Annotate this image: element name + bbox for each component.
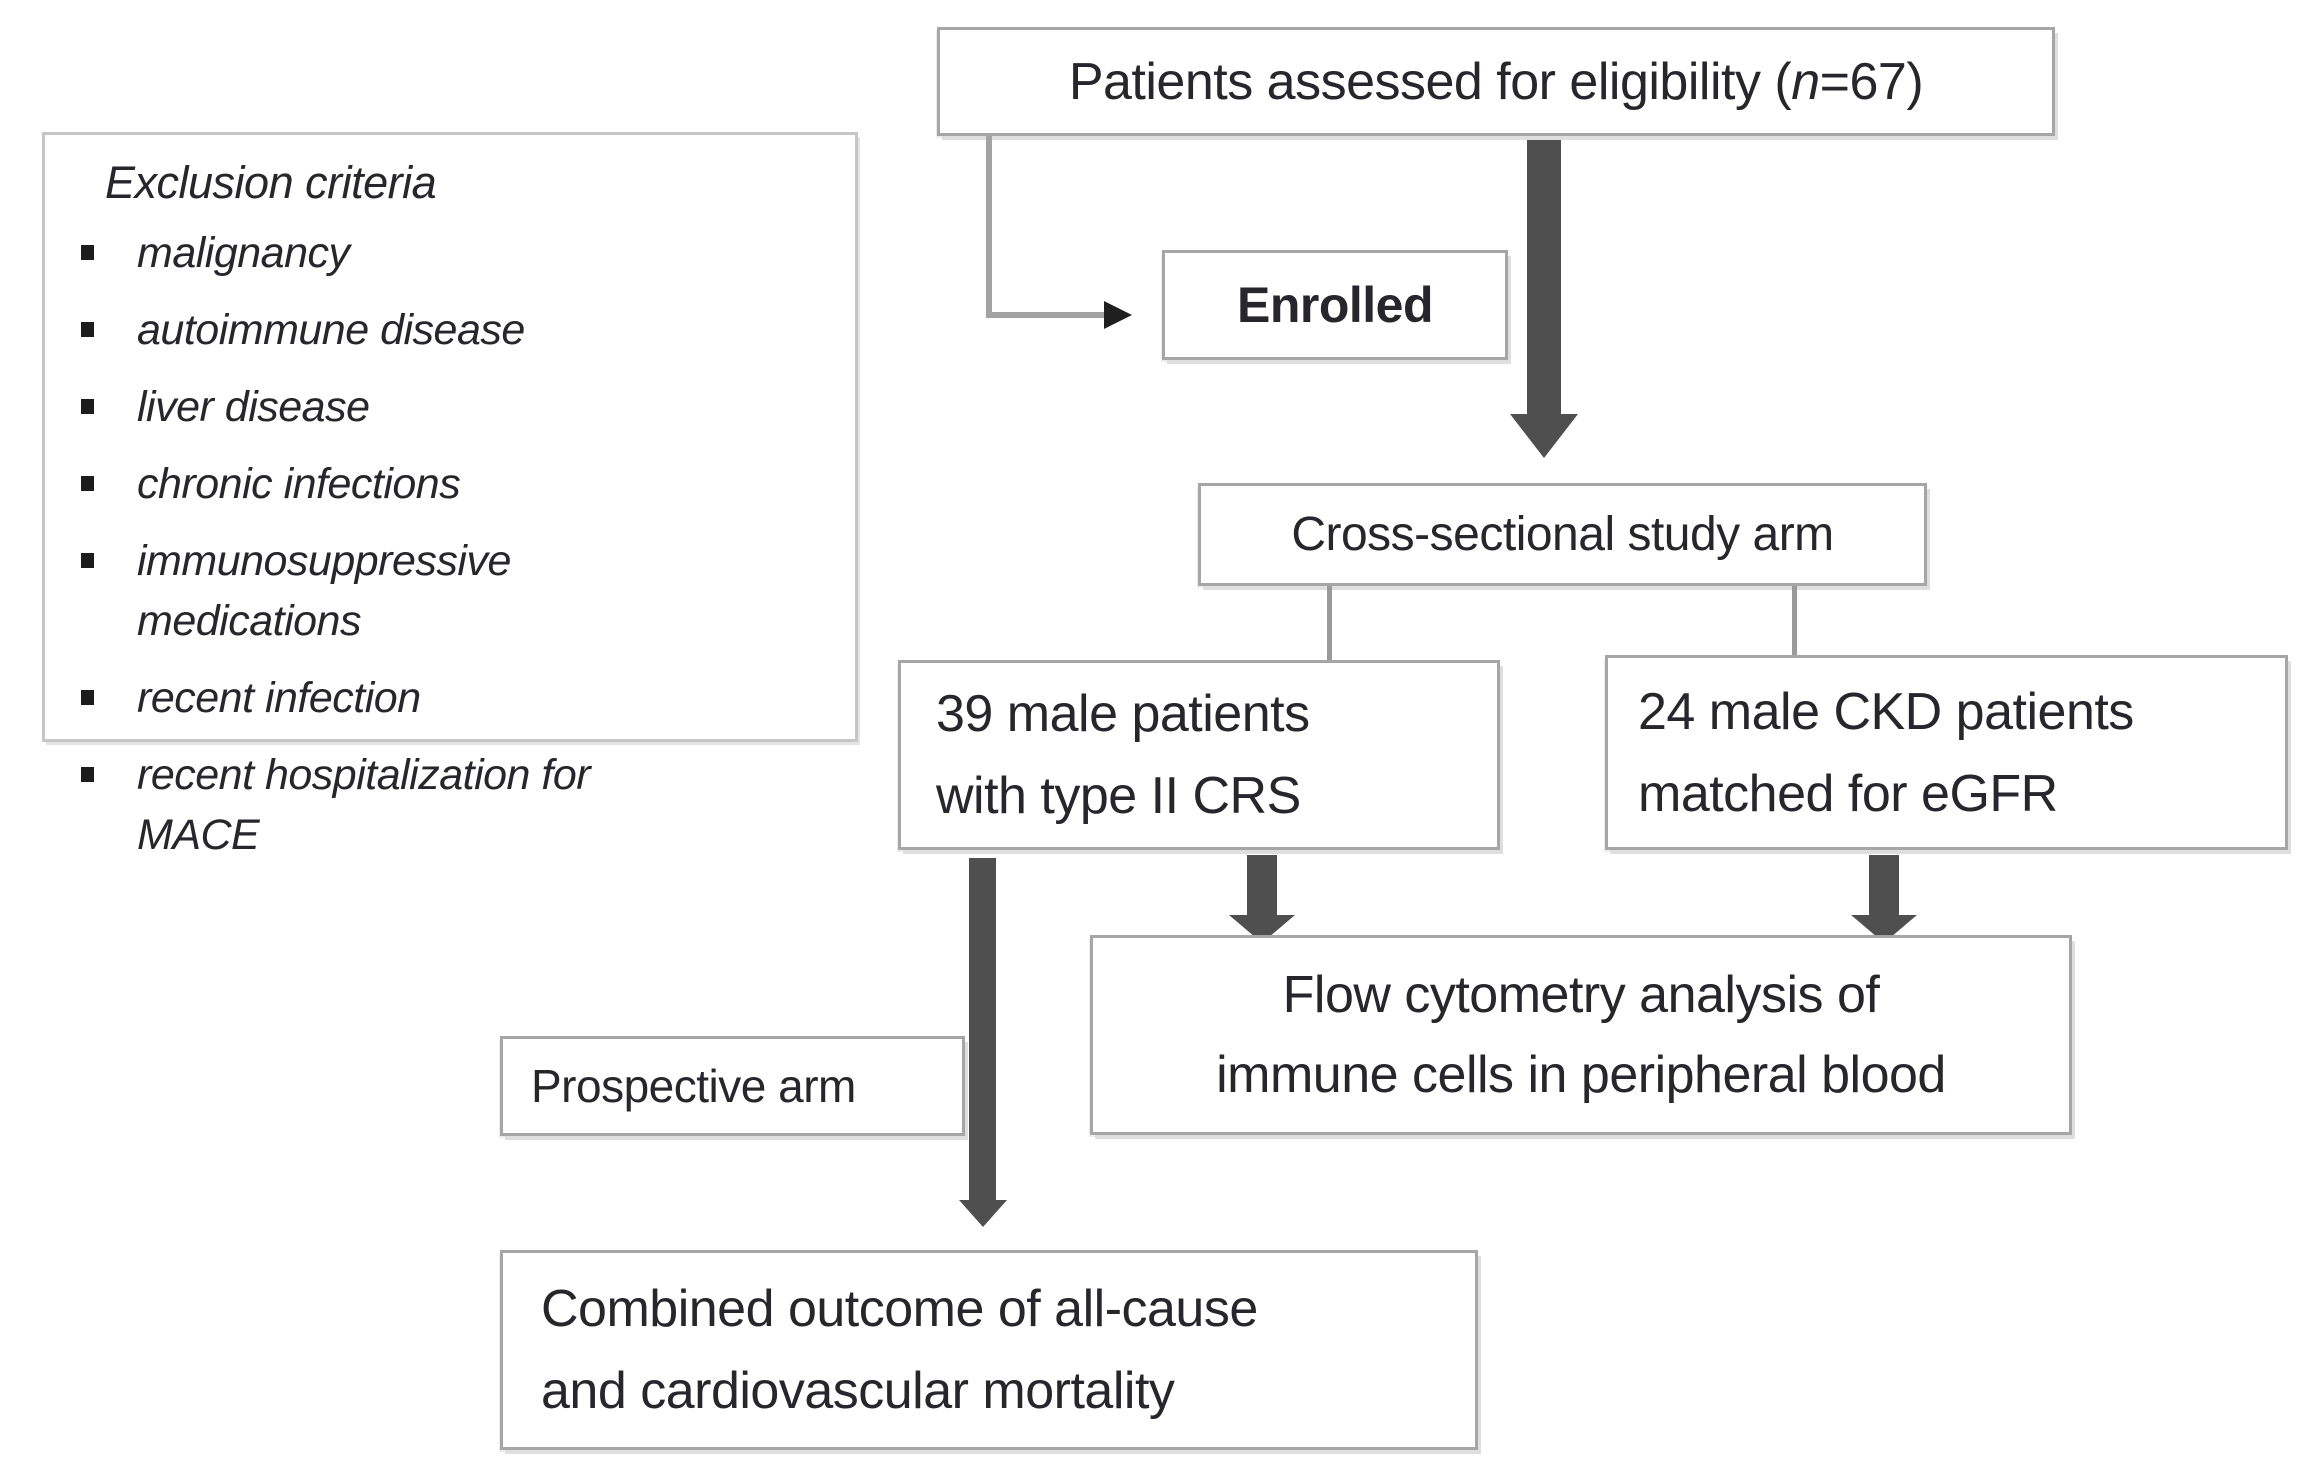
combined-outcome-box: Combined outcome of all-cause and cardio… <box>500 1250 1478 1450</box>
exclusion-item: liver disease <box>45 377 697 437</box>
exclusion-item: chronic infections <box>45 454 697 514</box>
eligibility-box: Patients assessed for eligibility (n=67) <box>937 27 2055 136</box>
ckd-patients-box: 24 male CKD patients matched for eGFR <box>1605 655 2288 850</box>
exclusion-title: Exclusion criteria <box>105 157 437 208</box>
down-arrow-shaft <box>1869 855 1899 917</box>
n-variable: n <box>1791 52 1820 111</box>
crs-patients-line1: 39 male patients <box>936 685 1310 743</box>
eligibility-text: Patients assessed for eligibility (n=67) <box>1068 52 1924 112</box>
exclusion-item: autoimmune disease <box>45 300 697 360</box>
enrolled-label: Enrolled <box>1236 277 1434 333</box>
prospective-arm-box: Prospective arm <box>500 1036 965 1136</box>
crs-patients-line2: with type II CRS <box>936 767 1301 825</box>
enrolled-box: Enrolled <box>1162 250 1508 360</box>
exclusion-list: malignancy autoimmune disease liver dise… <box>45 223 697 882</box>
exclusion-item: malignancy <box>45 223 697 283</box>
ckd-patients-line2: matched for eGFR <box>1638 764 2058 823</box>
down-arrow-shaft <box>1527 140 1561 416</box>
exclusion-item: immunosuppressive medications <box>45 531 697 651</box>
exclusion-item: recent infection <box>45 668 697 728</box>
cross-sectional-label: Cross-sectional study arm <box>1291 508 1834 561</box>
right-arrowhead-icon <box>1104 301 1132 329</box>
flow-cytometry-box: Flow cytometry analysis of immune cells … <box>1090 935 2072 1135</box>
exclusion-criteria-box: Exclusion criteria malignancy autoimmune… <box>42 132 858 859</box>
connector-line-right <box>1792 586 1797 655</box>
prospective-arm-label: Prospective arm <box>531 1060 856 1112</box>
connector-line-left <box>1327 586 1332 660</box>
exclusion-item: recent hospitalization for MACE <box>45 745 697 865</box>
crs-patients-box: 39 male patients with type II CRS <box>898 660 1500 850</box>
down-arrow-shaft <box>1247 855 1277 917</box>
cross-sectional-arm-box: Cross-sectional study arm <box>1198 483 1927 586</box>
down-arrowhead-icon <box>1510 414 1578 458</box>
eligibility-text-pre: Patients assessed for eligibility ( <box>1068 52 1792 111</box>
ckd-patients-line1: 24 male CKD patients <box>1638 682 2134 741</box>
down-arrow-shaft-long <box>969 858 996 1202</box>
elbow-connector-vertical <box>986 136 992 318</box>
combined-outcome-line1: Combined outcome of all-cause <box>541 1280 1258 1338</box>
combined-outcome-line2: and cardiovascular mortality <box>541 1362 1175 1420</box>
down-arrowhead-icon <box>959 1200 1007 1227</box>
eligibility-text-post: =67) <box>1819 52 1924 111</box>
flow-cytometry-line2: immune cells in peripheral blood <box>1216 1046 1946 1104</box>
elbow-connector-horizontal <box>986 312 1104 318</box>
flow-cytometry-line1: Flow cytometry analysis of <box>1282 966 1880 1024</box>
